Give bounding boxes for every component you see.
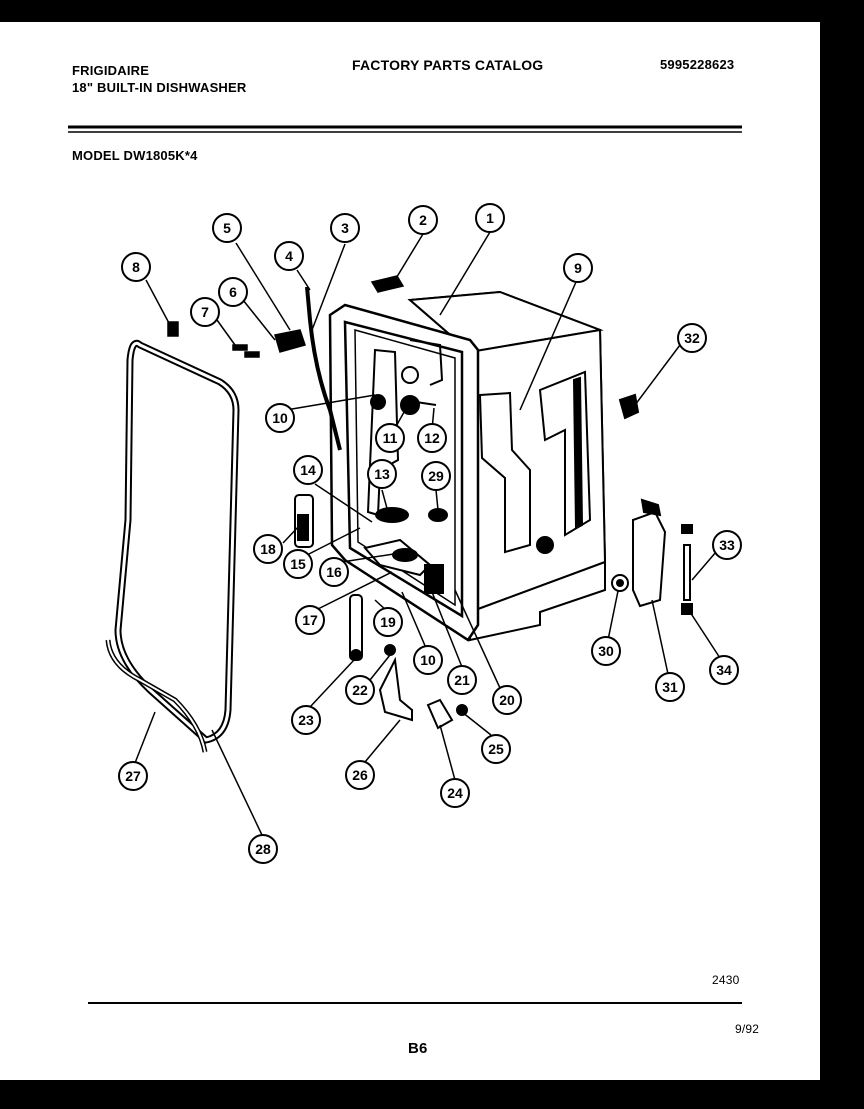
callout-33: 33 bbox=[712, 530, 742, 560]
callout-10b: 10 bbox=[413, 645, 443, 675]
product-label: 18" BUILT-IN DISHWASHER bbox=[72, 80, 247, 95]
svg-text:17: 17 bbox=[302, 612, 318, 628]
model-label: MODEL DW1805K*4 bbox=[72, 148, 198, 163]
svg-text:28: 28 bbox=[255, 841, 271, 857]
svg-text:13: 13 bbox=[374, 466, 390, 482]
svg-text:20: 20 bbox=[499, 692, 515, 708]
svg-text:10: 10 bbox=[420, 652, 436, 668]
callout-3: 3 bbox=[330, 213, 360, 243]
callout-2: 2 bbox=[408, 205, 438, 235]
page-number: B6 bbox=[408, 1040, 428, 1057]
svg-text:33: 33 bbox=[719, 537, 735, 553]
callout-20: 20 bbox=[492, 685, 522, 715]
print-date: 9/92 bbox=[735, 1022, 760, 1036]
door-gasket bbox=[114, 339, 240, 744]
callout-23: 23 bbox=[291, 705, 321, 735]
catalog-number: 5995228623 bbox=[660, 57, 735, 72]
callout-14: 14 bbox=[293, 455, 323, 485]
callout-1: 1 bbox=[475, 203, 505, 233]
callout-7: 7 bbox=[190, 297, 220, 327]
callout-4: 4 bbox=[274, 241, 304, 271]
cable-4 bbox=[305, 286, 342, 451]
svg-text:3: 3 bbox=[341, 220, 349, 236]
callout-18: 18 bbox=[253, 534, 283, 564]
svg-text:30: 30 bbox=[598, 643, 614, 659]
callout-34: 34 bbox=[709, 655, 739, 685]
svg-text:16: 16 bbox=[326, 564, 342, 580]
callout-11: 11 bbox=[375, 423, 405, 453]
svg-text:2: 2 bbox=[419, 212, 427, 228]
svg-text:27: 27 bbox=[125, 768, 141, 784]
svg-text:1: 1 bbox=[486, 210, 494, 226]
svg-text:32: 32 bbox=[684, 330, 700, 346]
callout-28: 28 bbox=[248, 834, 278, 864]
callout-21: 21 bbox=[447, 665, 477, 695]
callout-32: 32 bbox=[677, 323, 707, 353]
callout-12: 12 bbox=[417, 423, 447, 453]
callout-13: 13 bbox=[367, 459, 397, 489]
callout-24: 24 bbox=[440, 778, 470, 808]
brand-label: FRIGIDAIRE bbox=[72, 63, 150, 78]
callout-15: 15 bbox=[283, 549, 313, 579]
callout-25: 25 bbox=[481, 734, 511, 764]
callout-31: 31 bbox=[655, 672, 685, 702]
svg-text:26: 26 bbox=[352, 767, 368, 783]
callout-16: 16 bbox=[319, 557, 349, 587]
svg-text:21: 21 bbox=[454, 672, 470, 688]
callout-9: 9 bbox=[563, 253, 593, 283]
callout-26: 26 bbox=[345, 760, 375, 790]
callout-5: 5 bbox=[212, 213, 242, 243]
svg-text:19: 19 bbox=[380, 614, 396, 630]
right-side-parts bbox=[611, 393, 693, 615]
bottom-parts bbox=[349, 594, 468, 730]
svg-text:10: 10 bbox=[272, 410, 288, 426]
svg-text:25: 25 bbox=[488, 741, 504, 757]
svg-text:22: 22 bbox=[352, 682, 368, 698]
side-channels bbox=[478, 370, 592, 554]
callout-19: 19 bbox=[373, 607, 403, 637]
svg-text:15: 15 bbox=[290, 556, 306, 572]
callout-27: 27 bbox=[118, 761, 148, 791]
callout-17: 17 bbox=[295, 605, 325, 635]
svg-text:7: 7 bbox=[201, 304, 209, 320]
svg-text:8: 8 bbox=[132, 259, 140, 275]
svg-text:34: 34 bbox=[716, 662, 732, 678]
svg-text:6: 6 bbox=[229, 284, 237, 300]
svg-text:29: 29 bbox=[428, 468, 444, 484]
callout-30: 30 bbox=[591, 636, 621, 666]
svg-text:24: 24 bbox=[447, 785, 463, 801]
callout-6: 6 bbox=[218, 277, 248, 307]
svg-text:12: 12 bbox=[424, 430, 440, 446]
svg-text:11: 11 bbox=[383, 430, 398, 446]
svg-text:5: 5 bbox=[223, 220, 231, 236]
tub-body bbox=[407, 290, 607, 642]
svg-text:4: 4 bbox=[285, 248, 293, 264]
figure-code: 2430 bbox=[712, 973, 740, 987]
callout-8: 8 bbox=[121, 252, 151, 282]
hinge-parts bbox=[167, 275, 405, 358]
svg-text:31: 31 bbox=[662, 679, 678, 695]
left-side-parts bbox=[294, 494, 314, 548]
callout-group: 1 2 3 4 5 6 7 8 9 10 11 12 13 29 14 15 1… bbox=[118, 203, 742, 864]
callout-22: 22 bbox=[345, 675, 375, 705]
svg-text:9: 9 bbox=[574, 260, 582, 276]
svg-text:14: 14 bbox=[300, 462, 316, 478]
svg-text:18: 18 bbox=[260, 541, 276, 557]
callout-29: 29 bbox=[421, 461, 451, 491]
tub-front-frame bbox=[328, 303, 480, 642]
callout-10: 10 bbox=[265, 403, 295, 433]
catalog-title: FACTORY PARTS CATALOG bbox=[352, 57, 544, 73]
svg-text:23: 23 bbox=[298, 712, 314, 728]
